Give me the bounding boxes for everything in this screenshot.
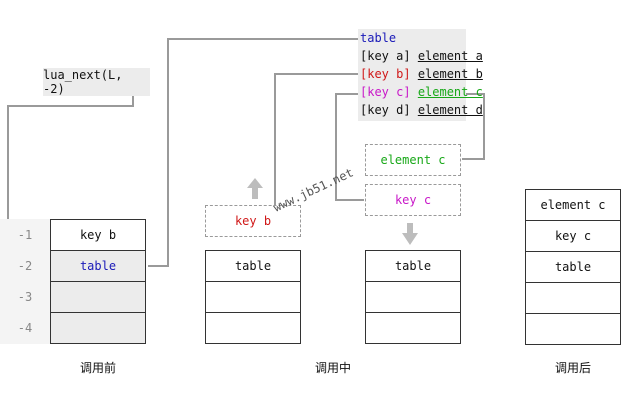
after-slot-value: element c	[525, 189, 621, 221]
before-slot-empty	[50, 281, 146, 313]
before-slot-empty	[50, 312, 146, 344]
table-row-key: [key a]	[360, 49, 411, 63]
table-row-key: [key d]	[360, 103, 411, 117]
after-slot-table: table	[525, 251, 621, 283]
before-slot-label: key b	[79, 228, 117, 242]
table-row-key: [key c]	[360, 85, 411, 99]
table-row-value: element d	[417, 103, 483, 117]
key-b-connector	[274, 73, 358, 205]
popped-key-box: key b	[205, 205, 301, 237]
element-c-connector	[462, 93, 485, 160]
table-row-value: element c	[417, 85, 483, 99]
popped-key-label: key b	[234, 214, 272, 228]
stack-index: -2	[17, 259, 33, 273]
stack-index: -1	[17, 228, 33, 242]
before-slot-table: table	[50, 250, 146, 282]
key-c-connector	[335, 93, 364, 201]
table-row: [key a] element a	[358, 47, 483, 65]
down-arrow-icon	[402, 223, 418, 245]
table-row-key: [key b]	[360, 67, 411, 81]
table-row: [key d] element d	[358, 101, 483, 119]
after-caption: 调用后	[554, 361, 591, 375]
pushed-key-label: key c	[394, 193, 432, 207]
call-label: lua_next(L, -2)	[43, 68, 150, 96]
after-slot-label: table	[554, 260, 592, 274]
pushed-value-box: element c	[365, 144, 461, 176]
during-right-slot-table: table	[365, 250, 461, 282]
during-left-slot-empty	[205, 312, 301, 344]
before-slot-key: key b	[50, 219, 146, 251]
during-right-slot-label: table	[394, 259, 432, 273]
after-slot-label: element c	[540, 198, 606, 212]
during-left-slot-table: table	[205, 250, 301, 282]
table-contents-box: table [key a] element a [key b] element …	[358, 29, 483, 121]
before-caption: 调用前	[79, 361, 116, 375]
after-slot-label: key c	[554, 229, 592, 243]
table-row: [key c] element c	[358, 83, 483, 101]
before-slot-label: table	[79, 259, 117, 273]
stack-index: -4	[17, 321, 33, 335]
call-label-text: lua_next(L, -2)	[43, 68, 123, 96]
during-right-slot-empty	[365, 312, 461, 344]
after-slot-key: key c	[525, 220, 621, 252]
table-row-value: element b	[417, 67, 483, 81]
pushed-key-box: key c	[365, 184, 461, 216]
table-row-value: element a	[417, 49, 483, 63]
after-slot-empty	[525, 282, 621, 314]
during-left-slot-label: table	[234, 259, 272, 273]
during-left-slot-empty	[205, 281, 301, 313]
during-caption: 调用中	[314, 361, 351, 375]
pushed-value-label: element c	[380, 153, 446, 167]
table-connector	[148, 38, 358, 267]
after-slot-empty	[525, 313, 621, 345]
stack-index: -3	[17, 290, 33, 304]
during-right-slot-empty	[365, 281, 461, 313]
table-row: [key b] element b	[358, 65, 483, 83]
stack-index-band	[0, 219, 50, 344]
table-header: table	[360, 31, 397, 45]
up-arrow-icon	[247, 178, 263, 199]
